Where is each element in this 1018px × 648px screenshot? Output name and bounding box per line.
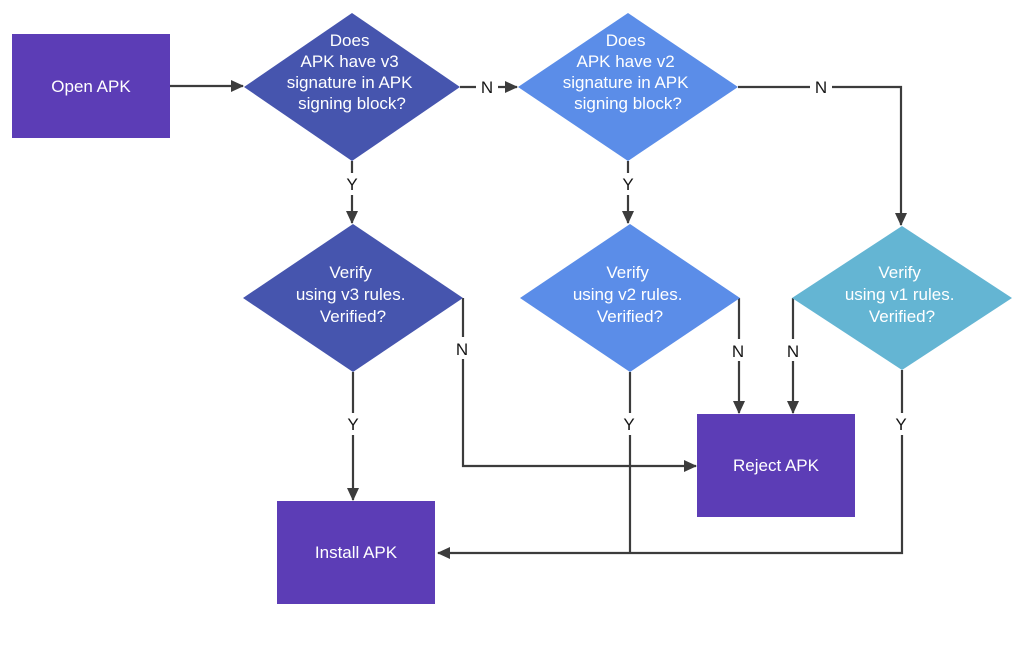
edge-label-qv2-no: N — [815, 78, 827, 97]
node-reject-apk — [697, 414, 855, 517]
node-verify-v3 — [243, 224, 463, 372]
plate-qv3-yes — [341, 173, 363, 195]
node-verify-v1 — [792, 226, 1012, 370]
edge-label-qv2-yes: Y — [622, 175, 633, 194]
node-question-v3-line1: Does — [330, 31, 370, 50]
node-question-v3-line2: APK have v3 — [300, 52, 398, 71]
node-question-v2 — [518, 13, 738, 161]
node-question-v3-line4: signing block? — [298, 94, 406, 113]
node-reject-apk-label: Reject APK — [733, 456, 820, 475]
edge-label-plates — [341, 75, 913, 435]
node-verify-v3-line3: Verified? — [320, 307, 386, 326]
edge-label-qv3-no: N — [481, 78, 493, 97]
node-verify-v2-line2: using v2 rules. — [573, 285, 683, 304]
plate-verifyv3-no — [452, 337, 474, 359]
node-verify-v3-label: Verify using v3 rules. Verified? — [296, 263, 410, 326]
plate-verifyv1-no — [782, 339, 804, 361]
edge-label-verifyv1-yes: Y — [895, 415, 906, 434]
node-open-apk-label: Open APK — [51, 77, 131, 96]
edge-label-verifyv3-no: N — [456, 340, 468, 359]
node-question-v3 — [244, 13, 460, 161]
edge-label-verifyv3-yes: Y — [347, 415, 358, 434]
node-question-v3-label: Does APK have v3 signature in APK signin… — [287, 31, 417, 113]
plate-qv2-no — [810, 75, 832, 97]
node-verify-v3-line2: using v3 rules. — [296, 285, 406, 304]
plate-qv3-no — [476, 75, 498, 97]
edge-label-qv3-yes: Y — [346, 175, 357, 194]
nodes: Open APK Does APK have v3 signature in A… — [12, 13, 1012, 604]
node-question-v2-line2: APK have v2 — [576, 52, 674, 71]
node-open-apk — [12, 34, 170, 138]
plate-verifyv3-yes — [342, 413, 364, 435]
edge-labels: N N Y Y N N N Y Y Y — [346, 78, 906, 434]
node-verify-v2-line3: Verified? — [597, 307, 663, 326]
node-verify-v2-label: Verify using v2 rules. Verified? — [573, 263, 687, 326]
node-verify-v2 — [520, 224, 740, 372]
edge-label-verifyv2-yes: Y — [623, 415, 634, 434]
node-question-v2-line1: Does — [606, 31, 646, 50]
node-install-apk — [277, 501, 435, 604]
node-verify-v1-line2: using v1 rules. — [845, 285, 955, 304]
edge-label-verifyv2-no: N — [732, 342, 744, 361]
plate-verifyv2-yes — [619, 413, 641, 435]
node-install-apk-label: Install APK — [315, 543, 398, 562]
edge-qv2-no-to-verifyv1 — [738, 85, 907, 226]
node-question-v2-line3: signature in APK — [563, 73, 689, 92]
node-verify-v1-line3: Verified? — [869, 307, 935, 326]
node-question-v2-label: Does APK have v2 signature in APK signin… — [563, 31, 693, 113]
edge-label-verifyv1-no: N — [787, 342, 799, 361]
plate-qv2-yes — [617, 173, 639, 195]
plate-verifyv2-no — [728, 339, 750, 361]
node-verify-v1-line1: Verify — [878, 263, 921, 282]
node-question-v3-line3: signature in APK — [287, 73, 413, 92]
node-verify-v3-line1: Verify — [329, 263, 372, 282]
plate-verifyv1-yes — [891, 413, 913, 435]
node-question-v2-line4: signing block? — [574, 94, 682, 113]
node-verify-v1-label: Verify using v1 rules. Verified? — [845, 263, 959, 326]
node-verify-v2-line1: Verify — [606, 263, 649, 282]
